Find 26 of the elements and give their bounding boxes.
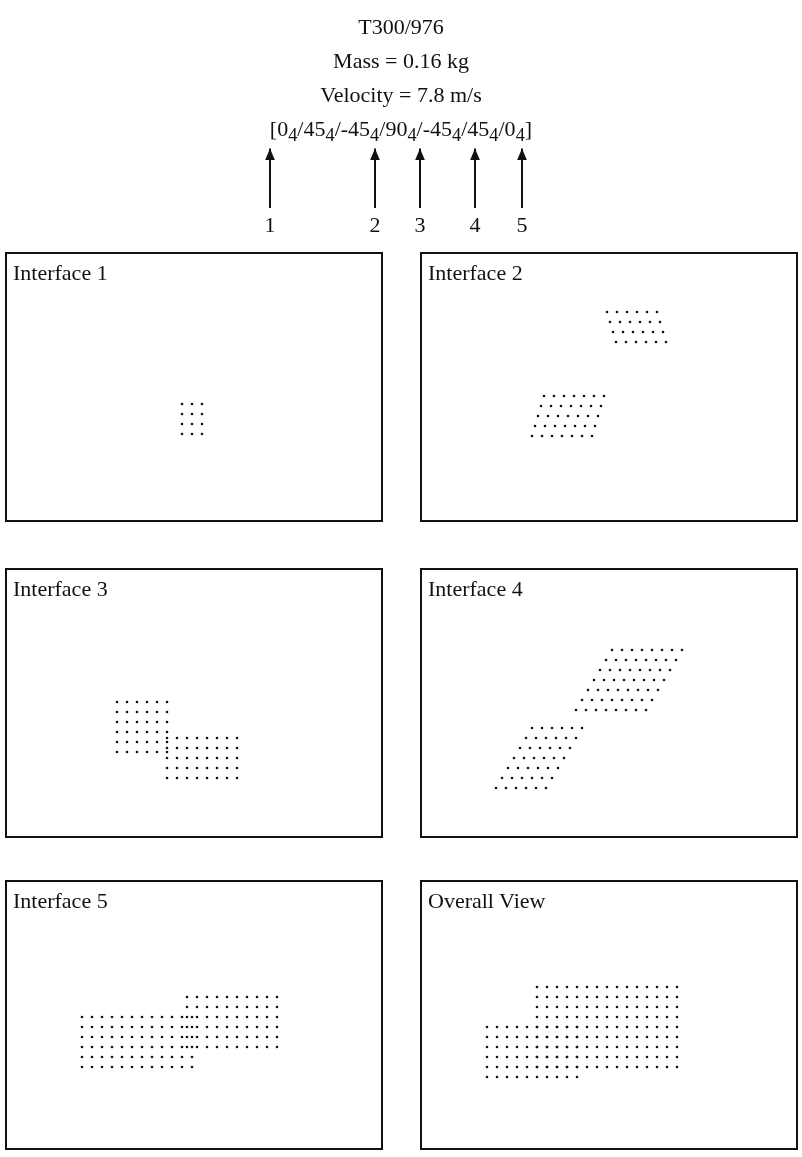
- arrow: [265, 147, 275, 209]
- panel-title: Interface 4: [428, 576, 523, 602]
- interface-number: 3: [414, 212, 426, 238]
- interface-number: 1: [264, 212, 276, 238]
- arrow: [517, 147, 527, 209]
- arrow: [470, 147, 480, 209]
- figure-title: T300/976: [358, 14, 444, 40]
- arrow: [370, 147, 380, 209]
- damage-map-panel: [5, 252, 383, 522]
- velocity-note: Velocity = 7.8 m/s: [320, 82, 482, 108]
- panel-title: Interface 3: [13, 576, 108, 602]
- panel-title: Interface 5: [13, 888, 108, 914]
- layup-sequence: [0$_{4}$/45$_{4}$/-45$_{4}$/90$_{4}$/-45$_{4}$/45$_{4}$/0$_{4}$]: [269, 116, 533, 147]
- damage-map-panel: [420, 568, 798, 838]
- panel-title: Overall View: [428, 888, 546, 914]
- damage-map-panel: [420, 252, 798, 522]
- panel-title: Interface 2: [428, 260, 523, 286]
- interface-number: 5: [516, 212, 528, 238]
- damage-map-panel: [5, 568, 383, 838]
- interface-number: 4: [469, 212, 481, 238]
- panel-title: Interface 1: [13, 260, 108, 286]
- mass-note: Mass = 0.16 kg: [333, 48, 469, 74]
- interface-number: 2: [369, 212, 381, 238]
- damage-map-panel: [420, 880, 798, 1150]
- arrow: [415, 147, 425, 209]
- damage-map-panel: [5, 880, 383, 1150]
